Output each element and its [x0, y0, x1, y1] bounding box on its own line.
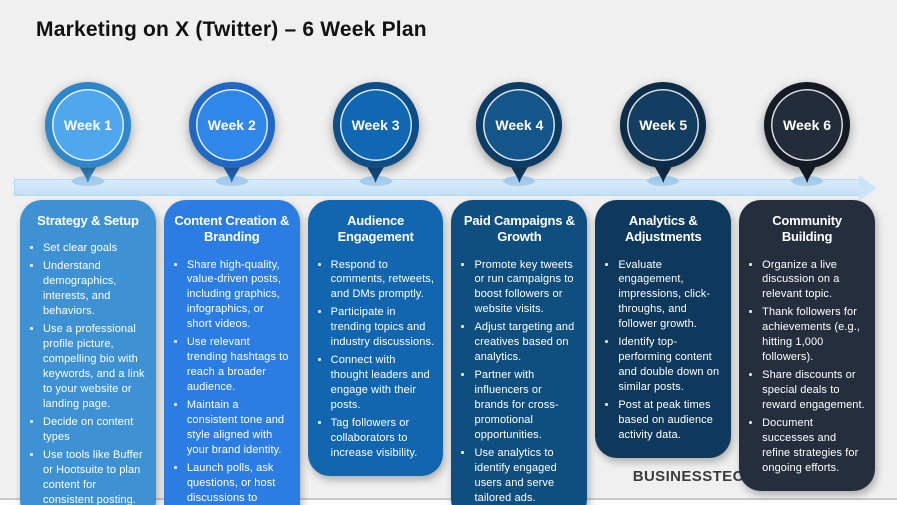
card-title: Content Creation & Branding — [174, 213, 290, 245]
week-6-pin: Week 6 — [739, 82, 875, 186]
card-bullet-list: Promote key tweets or run campaigns to b… — [460, 258, 578, 505]
week-4-pin: Week 4 — [451, 82, 587, 186]
week-6-circle: Week 6 — [764, 82, 851, 168]
card-title: Audience Engagement — [337, 213, 414, 245]
bullet-item: Set clear goals — [43, 241, 147, 256]
week-label: Week 5 — [639, 117, 688, 133]
card-bullet-list: Share high-quality, value-driven posts, … — [173, 258, 291, 505]
bullet-item: Participate in trending topics and indus… — [331, 305, 435, 350]
bullet-item: Post at peak times based on audience act… — [618, 398, 722, 443]
bullet-item: Connect with thought leaders and engage … — [331, 353, 435, 413]
week-5-circle: Week 5 — [620, 82, 707, 168]
bullet-item: Respond to comments, retweets, and DMs p… — [331, 258, 435, 303]
card-title: Community Building — [772, 213, 842, 245]
week-label: Week 4 — [495, 117, 544, 133]
bullet-item: Promote key tweets or run campaigns to b… — [474, 258, 578, 318]
bullet-item: Share high-quality, value-driven posts, … — [187, 258, 291, 333]
card-title: Strategy & Setup — [37, 213, 139, 228]
card-bullet-list: Set clear goals Understand demographics,… — [29, 241, 147, 505]
week-column-6: Week 6 Community Building Organize a liv… — [739, 82, 875, 505]
week-2-card: Content Creation & Branding Share high-q… — [163, 200, 300, 505]
card-bullet-list: Organize a live discussion on a relevant… — [748, 258, 866, 476]
week-2-circle: Week 2 — [188, 82, 275, 168]
bullet-item: Maintain a consistent tone and style ali… — [187, 398, 291, 458]
bullet-item: Launch polls, ask questions, or host dis… — [187, 461, 291, 505]
bullet-item: Use relevant trending hashtags to reach … — [187, 335, 291, 395]
bullet-item: Use tools like Buffer or Hootsuite to pl… — [43, 448, 147, 505]
week-4-card: Paid Campaigns & Growth Promote key twee… — [451, 200, 588, 505]
bullet-item: Partner with influencers or brands for c… — [474, 368, 578, 443]
week-5-card: Analytics & Adjustments Evaluate engagem… — [595, 200, 732, 458]
card-title: Analytics & Adjustments — [624, 213, 702, 245]
card-title: Paid Campaigns & Growth — [463, 213, 575, 245]
week-1-pin: Week 1 — [20, 82, 156, 186]
week-column-3: Week 3 Audience Engagement Respond to co… — [307, 82, 444, 505]
week-label: Week 1 — [63, 117, 112, 133]
week-columns: Week 1 Strategy & Setup Set clear goals … — [20, 82, 875, 505]
bullet-item: Evaluate engagement, impressions, click-… — [618, 258, 722, 333]
week-label: Week 2 — [207, 117, 256, 133]
page-title: Marketing on X (Twitter) – 6 Week Plan — [36, 18, 427, 41]
week-4-circle: Week 4 — [476, 82, 563, 168]
bullet-item: Identify top-performing content and doub… — [618, 335, 722, 395]
bottom-border-strip — [0, 498, 897, 505]
bullet-item: Document successes and refine strategies… — [762, 416, 866, 476]
week-1-card: Strategy & Setup Set clear goals Underst… — [20, 200, 156, 505]
week-column-5: Week 5 Analytics & Adjustments Evaluate … — [595, 82, 732, 505]
week-3-pin: Week 3 — [308, 82, 444, 186]
bullet-item: Tag followers or collaborators to increa… — [331, 416, 435, 461]
week-column-2: Week 2 Content Creation & Branding Share… — [163, 82, 300, 505]
bullet-item: Use analytics to identify engaged users … — [474, 446, 578, 505]
week-2-pin: Week 2 — [164, 82, 300, 186]
bullet-item: Thank followers for achievements (e.g., … — [762, 305, 866, 365]
bullet-item: Adjust targeting and creatives based on … — [474, 320, 578, 365]
bullet-item: Decide on content types — [43, 415, 147, 445]
bullet-item: Share discounts or special deals to rewa… — [762, 368, 866, 413]
week-3-card: Audience Engagement Respond to comments,… — [307, 200, 444, 476]
bullet-item: Understand demographics, interests, and … — [43, 259, 147, 319]
week-column-1: Week 1 Strategy & Setup Set clear goals … — [20, 82, 156, 505]
bullet-item: Use a professional profile picture, comp… — [43, 322, 147, 412]
card-bullet-list: Respond to comments, retweets, and DMs p… — [317, 258, 435, 461]
week-3-circle: Week 3 — [332, 82, 419, 168]
week-label: Week 6 — [783, 117, 832, 133]
bullet-item: Organize a live discussion on a relevant… — [762, 258, 866, 303]
week-5-pin: Week 5 — [595, 82, 731, 186]
card-bullet-list: Evaluate engagement, impressions, click-… — [604, 258, 722, 443]
week-label: Week 3 — [351, 117, 400, 133]
week-6-card: Community Building Organize a live discu… — [739, 200, 875, 491]
week-1-circle: Week 1 — [44, 82, 131, 168]
week-column-4: Week 4 Paid Campaigns & Growth Promote k… — [451, 82, 588, 505]
